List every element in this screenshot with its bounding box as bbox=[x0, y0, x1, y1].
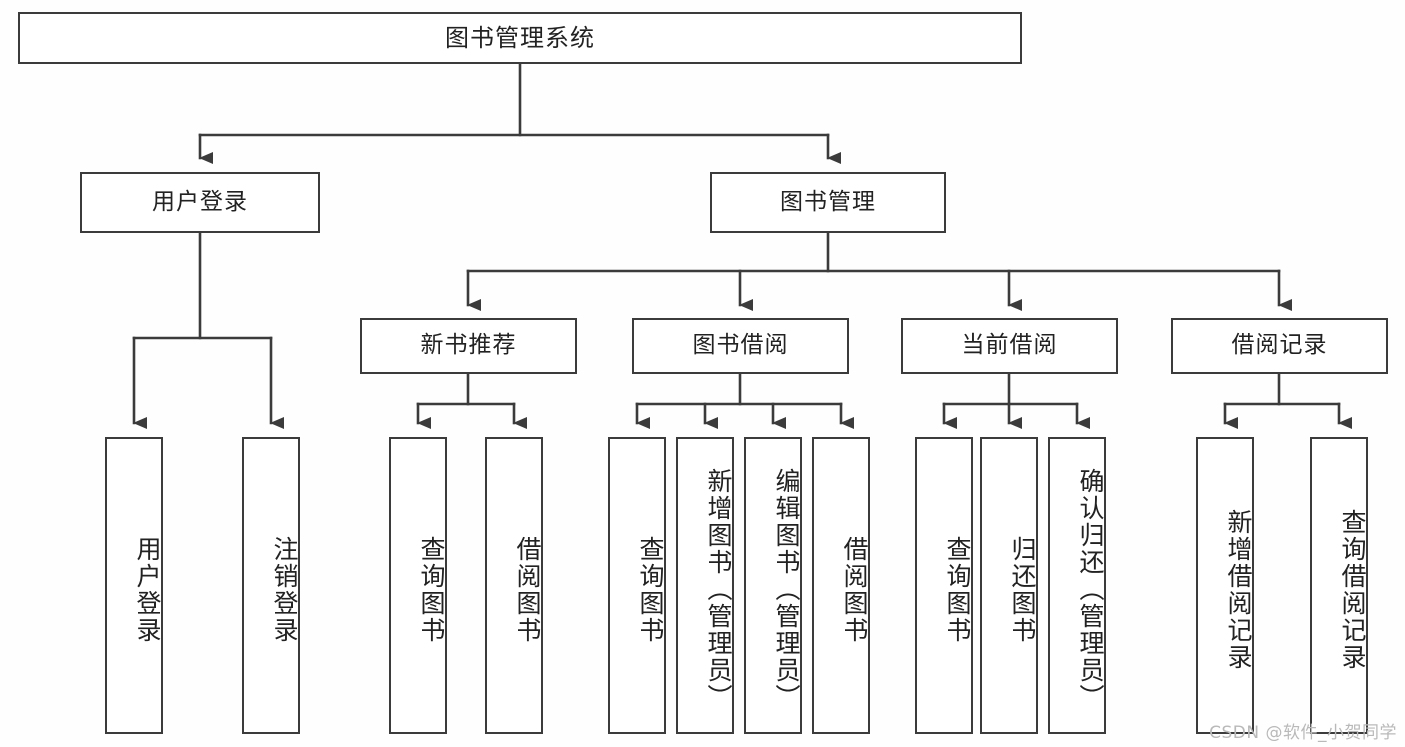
node-user-login[interactable]: 用户登录 bbox=[80, 172, 320, 233]
node-current-borrow[interactable]: 当前借阅 bbox=[901, 318, 1118, 374]
node-label: 查询图书 bbox=[417, 535, 446, 644]
node-label: 查询图书 bbox=[636, 535, 665, 644]
leaf-borrow-borrow-book[interactable]: 借阅图书 bbox=[812, 437, 870, 734]
leaf-new-book-borrow[interactable]: 借阅图书 bbox=[485, 437, 543, 734]
leaf-record-add[interactable]: 新增借阅记录 bbox=[1196, 437, 1254, 734]
node-label: 新增图书（管理员） bbox=[704, 468, 733, 711]
node-label: 图书管理系统 bbox=[445, 23, 595, 52]
node-root-system[interactable]: 图书管理系统 bbox=[18, 12, 1022, 64]
node-new-book-recommend[interactable]: 新书推荐 bbox=[360, 318, 577, 374]
node-label: 用户登录 bbox=[133, 535, 162, 644]
node-label: 确认归还（管理员） bbox=[1076, 468, 1105, 711]
leaf-logout[interactable]: 注销登录 bbox=[242, 437, 300, 734]
node-borrow-record[interactable]: 借阅记录 bbox=[1171, 318, 1388, 374]
node-label: 借阅图书 bbox=[840, 535, 869, 644]
watermark: CSDN @软件_小贺同学 bbox=[1209, 723, 1397, 743]
leaf-current-return-book[interactable]: 归还图书 bbox=[980, 437, 1038, 734]
node-book-borrow[interactable]: 图书借阅 bbox=[632, 318, 849, 374]
node-book-management[interactable]: 图书管理 bbox=[710, 172, 946, 233]
leaf-borrow-add-book[interactable]: 新增图书（管理员） bbox=[676, 437, 734, 734]
leaf-borrow-query-book[interactable]: 查询图书 bbox=[608, 437, 666, 734]
node-label: 归还图书 bbox=[1008, 535, 1037, 644]
node-label: 当前借阅 bbox=[961, 332, 1058, 359]
leaf-user-login[interactable]: 用户登录 bbox=[105, 437, 163, 734]
node-label: 查询借阅记录 bbox=[1338, 508, 1367, 671]
node-label: 新增借阅记录 bbox=[1224, 508, 1253, 671]
leaf-record-query[interactable]: 查询借阅记录 bbox=[1310, 437, 1368, 734]
leaf-current-query-book[interactable]: 查询图书 bbox=[915, 437, 973, 734]
node-label: 借阅图书 bbox=[513, 535, 542, 644]
node-label: 借阅记录 bbox=[1231, 332, 1328, 359]
node-label: 图书借阅 bbox=[692, 332, 789, 359]
node-label: 新书推荐 bbox=[420, 332, 517, 359]
node-label: 查询图书 bbox=[943, 535, 972, 644]
node-label: 编辑图书（管理员） bbox=[772, 468, 801, 711]
leaf-new-book-query[interactable]: 查询图书 bbox=[389, 437, 447, 734]
leaf-borrow-edit-book[interactable]: 编辑图书（管理员） bbox=[744, 437, 802, 734]
node-label: 注销登录 bbox=[270, 535, 299, 644]
node-label: 用户登录 bbox=[152, 188, 248, 215]
leaf-current-confirm-return[interactable]: 确认归还（管理员） bbox=[1048, 437, 1106, 734]
node-label: 图书管理 bbox=[780, 188, 876, 215]
